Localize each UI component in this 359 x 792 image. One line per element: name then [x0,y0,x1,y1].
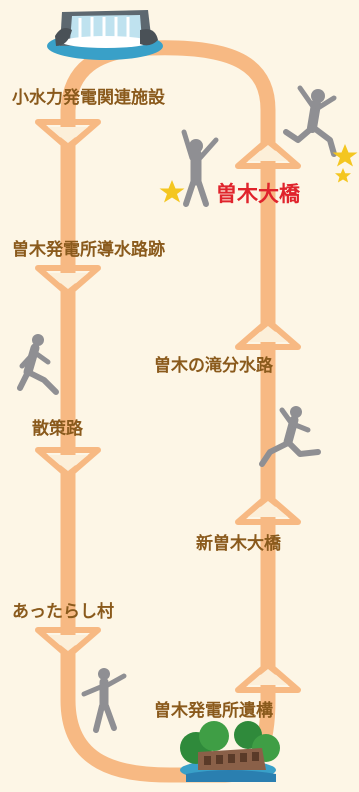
arms-up-person-icon [181,129,219,207]
stop-label-kosuiryoku: 小水力発電関連施設 [12,88,165,108]
down-arrow-3 [35,447,101,479]
route-loop [60,40,276,783]
up-arrow-4 [235,661,301,693]
up-arrow-3 [235,493,301,525]
jumping-person-icon [259,406,321,467]
down-arrow-1 [35,119,101,151]
stop-label-bunsuiro: 曽木の滝分水路 [154,356,273,376]
running-person-icon [17,334,59,395]
cheering-person-icon [283,85,337,157]
stop-label-soki-ohashi: 曽木大橋 [216,182,300,206]
down-arrow-4 [35,627,101,659]
star-icon [159,180,185,203]
up-arrow-2 [235,318,301,350]
stop-label-dosuiro: 曽木発電所導水路跡 [12,240,165,260]
stop-label-iko: 曽木発電所遺構 [154,701,273,721]
up-arrow-1 [235,137,301,169]
stop-label-shin-ohashi: 新曽木大橋 [196,534,281,554]
waving-person-icon [81,668,127,733]
power-plant-ruins-icon [180,721,280,782]
stop-label-sansakuro: 散策路 [32,419,83,439]
waterfall-icon [47,10,163,60]
star-icon [335,168,351,183]
down-arrow-2 [35,265,101,297]
star-icon [332,144,358,167]
stop-label-attarashi: あったらし村 [12,602,114,622]
